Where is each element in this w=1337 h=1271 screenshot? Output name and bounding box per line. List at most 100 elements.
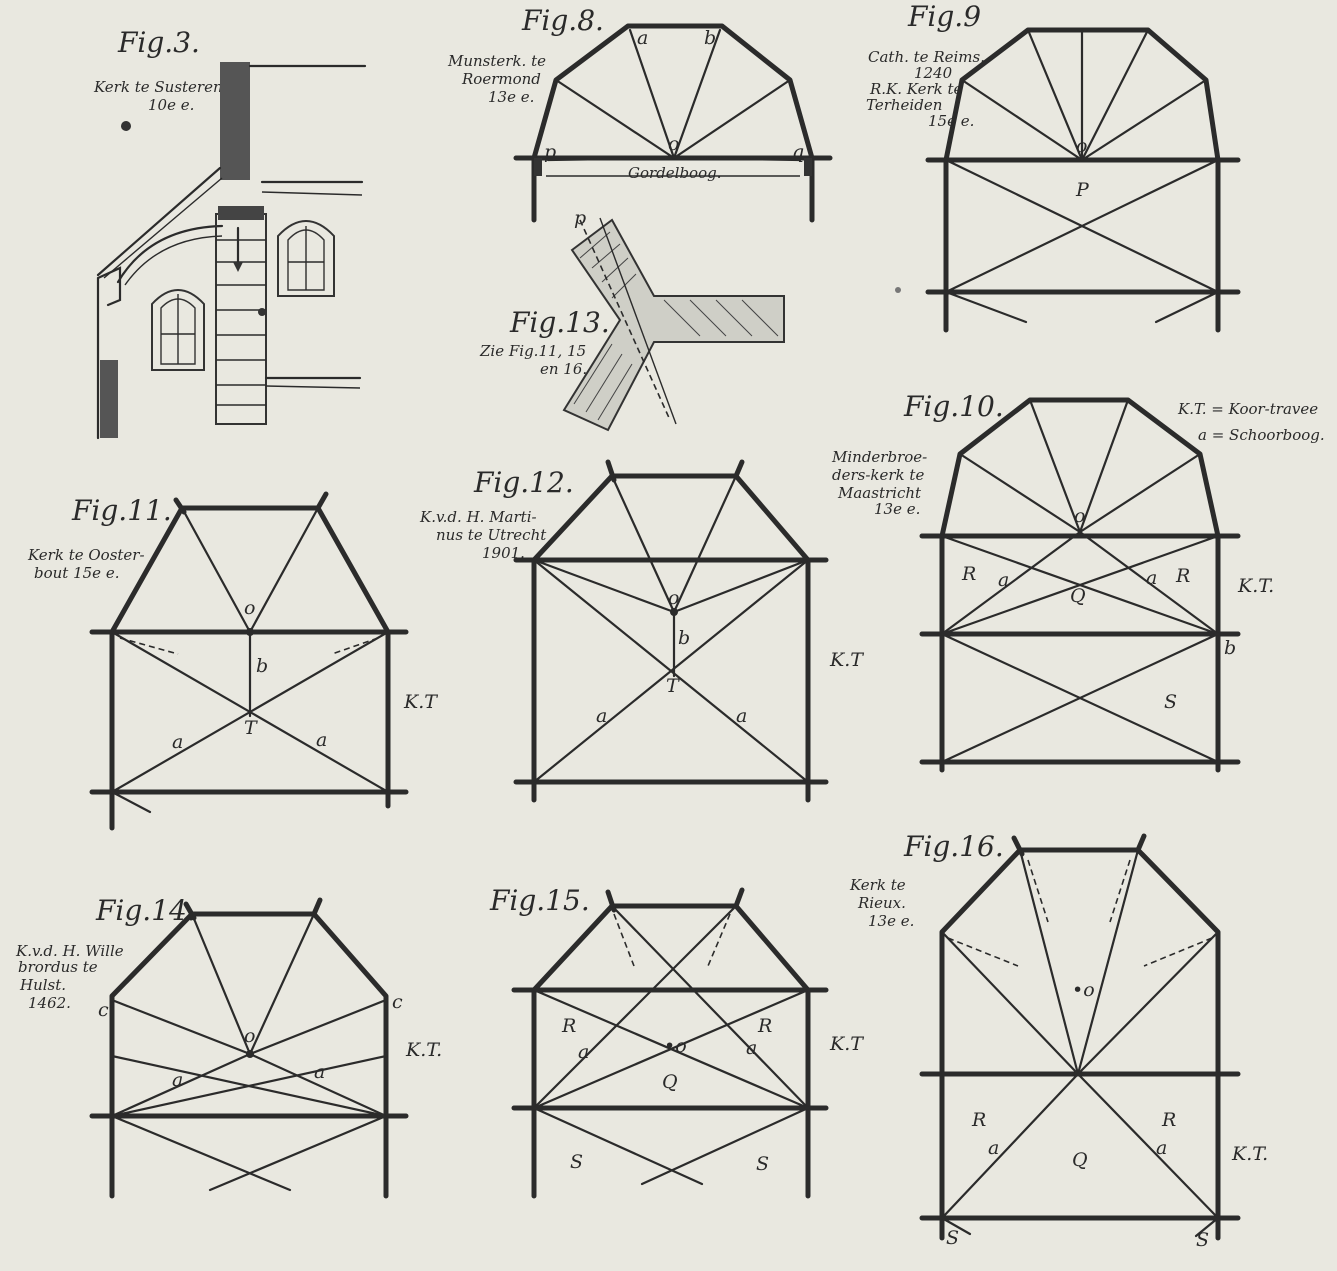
fig16-label-a-left: a <box>988 1137 999 1159</box>
fig10-label-a-right: a <box>1146 567 1157 589</box>
fig16-label-q: Q <box>1072 1149 1088 1171</box>
fig11-label-b: b <box>256 655 268 677</box>
fig9-caption-3: R.K. Kerk te <box>869 80 963 98</box>
fig12-caption-3: 1901. <box>482 544 525 562</box>
fig14-caption-2: brordus te <box>18 958 98 976</box>
fig10-label-b: b <box>1224 637 1236 659</box>
fig15-label-q: Q <box>662 1071 678 1093</box>
fig10-title: Fig.10. <box>903 390 1004 423</box>
fig9-caption-4: Terheiden <box>866 96 942 114</box>
fig10-caption-4: 13e e. <box>874 500 920 518</box>
fig10-label-r-right: R <box>1175 565 1190 587</box>
fig10-vault-plan: Fig.10. K.T. = Koor-travee a = Schoorboo… <box>831 390 1325 773</box>
fig9-caption-2: 1240 <box>914 64 953 82</box>
fig16-label-r-left: R <box>971 1109 986 1131</box>
fig15-label-kt: K.T <box>829 1033 864 1055</box>
fig9-outline <box>943 27 1221 333</box>
fig14-caption-3: Hulst. <box>19 976 66 994</box>
fig10-label-o: o <box>1074 505 1085 527</box>
fig15-label-s-right: S <box>756 1153 769 1175</box>
fig12-label-a-left: a <box>596 705 607 727</box>
fig15-title: Fig.15. <box>489 884 590 917</box>
fig10-label-a-left: a <box>998 569 1009 591</box>
fig11-label-a-left: a <box>172 731 183 753</box>
fig13-caption-2: en 16. <box>540 360 587 378</box>
fig12-label-kt: K.T <box>829 649 864 671</box>
fig15-label-r-right: R <box>757 1015 772 1037</box>
fig11-outline <box>109 505 391 831</box>
fig11-caption-2: bout 15e e. <box>34 564 119 582</box>
fig16-vault-plan: Fig.16. Kerk te Rieux. 13e e. •o R a Q a… <box>849 830 1268 1251</box>
fig12-label-t: T <box>666 675 680 697</box>
speck-mark <box>895 287 901 293</box>
fig13-rib-junction: Fig.13. Zie Fig.11, 15 en 16. p <box>479 207 785 432</box>
fig14-vault-plan: Fig.14. K.v.d. H. Wille brordus te Hulst… <box>15 894 442 1199</box>
fig12-caption-1: K.v.d. H. Marti- <box>419 508 537 526</box>
fig8-caption-1: Munsterk. te <box>447 52 546 70</box>
fig11-label-o: o <box>244 597 255 619</box>
fig16-label-s-right: S <box>1196 1229 1209 1251</box>
fig9-label-o: o <box>1076 135 1087 157</box>
fig10-caption-1: Minderbroe- <box>831 448 927 466</box>
fig10-label-q: Q <box>1070 585 1086 607</box>
fig3-caption-2: 10e e. <box>148 96 194 114</box>
fig14-caption-4: 1462. <box>28 994 71 1012</box>
fig9-label-p: P <box>1075 179 1090 201</box>
fig3-window-right <box>277 220 335 297</box>
fig13-stone-profile <box>562 218 785 432</box>
fig9-caption-5: 15e e. <box>928 112 974 130</box>
fig3-title: Fig.3. <box>117 26 200 59</box>
fig15-label-a-right: a <box>746 1037 757 1059</box>
fig11-caption-1: Kerk te Ooster- <box>27 546 145 564</box>
fig11-title: Fig.11. <box>71 494 172 527</box>
fig13-label-p: p <box>574 207 586 229</box>
fig16-caption-1: Kerk te <box>849 876 906 894</box>
fig13-caption-1: Zie Fig.11, 15 <box>479 342 586 360</box>
fig8-label-a: a <box>637 27 648 49</box>
fig16-label-r-right: R <box>1161 1109 1176 1131</box>
fig3-mark-dot <box>121 121 131 131</box>
fig8-vault-plan: Fig.8. Munsterk. te Roermond 13e e. a b … <box>447 4 833 223</box>
fig12-label-b: b <box>678 627 690 649</box>
fig9-title: Fig.9 <box>907 0 981 33</box>
fig10-caption-2: ders-kerk te <box>832 466 924 484</box>
fig15-vault-plan: Fig.15. R a •o a R Q K.T S S <box>489 884 864 1199</box>
fig16-outline <box>939 847 1221 1241</box>
fig16-caption-3: 13e e. <box>868 912 914 930</box>
fig15-label-r-left: R <box>561 1015 576 1037</box>
fig8-label-b: b <box>704 27 716 49</box>
fig14-label-c-left: c <box>98 999 109 1021</box>
fig8-title: Fig.8. <box>521 4 604 37</box>
fig11-label-t: T <box>244 717 258 739</box>
fig8-outline <box>531 23 815 223</box>
fig16-label-a-right: a <box>1156 1137 1167 1159</box>
fig12-vault-plan: Fig.12. K.v.d. H. Marti- nus te Utrecht … <box>419 459 864 803</box>
fig9-vault-plan: Fig.9 Cath. te Reims. 1240 R.K. Kerk te … <box>866 0 1241 333</box>
fig16-label-o: •o <box>1072 979 1095 1001</box>
fig15-label-s-left: S <box>570 1151 583 1173</box>
fig15-outline <box>531 903 811 1199</box>
fig12-title: Fig.12. <box>473 466 574 499</box>
fig8-caption-2: Roermond <box>461 70 541 88</box>
fig11-label-a-right: a <box>316 729 327 751</box>
fig8-label-gordelboog: Gordelboog. <box>628 164 722 182</box>
fig8-label-q: q <box>792 141 804 163</box>
fig10-caption-3: Maastricht <box>837 484 922 502</box>
fig3-caption-1: Kerk te Susteren <box>93 78 223 96</box>
fig14-label-c-right: c <box>392 991 403 1013</box>
fig3-section-drawing: Fig.3. Kerk te Susteren 10e e. <box>93 26 367 440</box>
fig12-caption-2: nus te Utrecht <box>436 526 547 544</box>
fig8-caption-3: 13e e. <box>488 88 534 106</box>
fig10-label-kt: K.T. <box>1237 575 1274 597</box>
fig14-label-a-right: a <box>314 1061 325 1083</box>
fig14-label-kt: K.T. <box>405 1039 442 1061</box>
fig8-label-p: p <box>544 141 556 163</box>
fig3-pier <box>215 213 267 425</box>
fig11-label-kt: K.T <box>403 691 438 713</box>
fig3-window-left <box>151 289 205 371</box>
fig3-tower-wall <box>220 62 250 180</box>
fig10-outline <box>939 397 1221 773</box>
fig14-label-o: o <box>244 1025 255 1047</box>
fig14-title: Fig.14. <box>95 894 196 927</box>
